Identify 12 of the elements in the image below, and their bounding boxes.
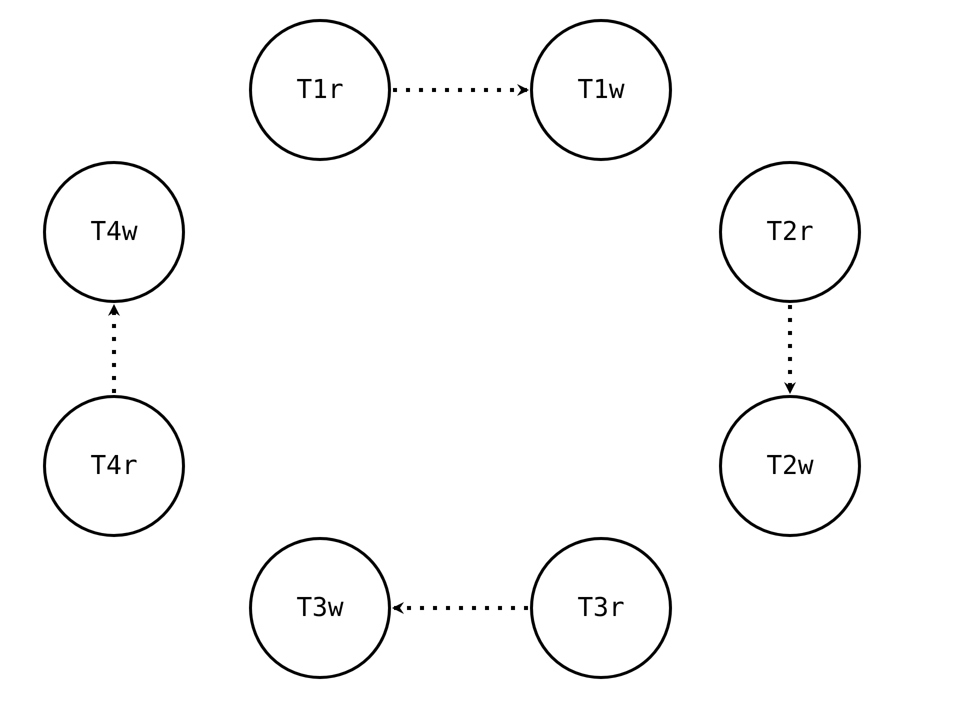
- node-label: T1r: [296, 75, 344, 105]
- arrow: [392, 602, 528, 614]
- node-label: T2w: [766, 451, 814, 481]
- arrow: [393, 84, 529, 96]
- arrow: [108, 304, 120, 393]
- node-label: T4w: [90, 217, 138, 247]
- node-label: T2r: [766, 217, 814, 247]
- arrow: [784, 305, 796, 394]
- node-label: T3w: [296, 593, 344, 623]
- node-label: T4r: [90, 451, 138, 481]
- node-label: T1w: [578, 75, 624, 105]
- node-label: T3r: [578, 593, 624, 623]
